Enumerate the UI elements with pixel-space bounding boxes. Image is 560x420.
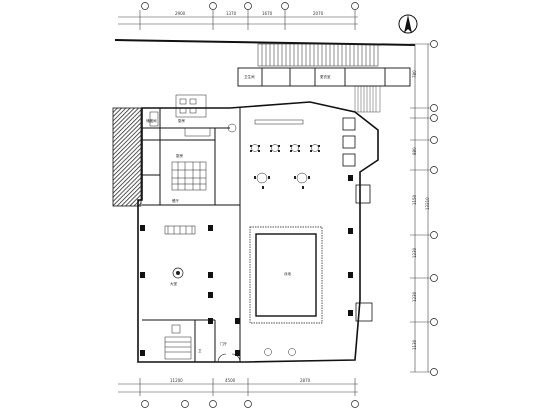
- right-dimension-labels: 780 880 1150 1230 1230 1130 13210: [412, 70, 430, 350]
- room-label: 门厅: [220, 341, 227, 346]
- dim-label: 1670: [262, 11, 273, 16]
- entrance-doors: [217, 353, 241, 363]
- room-label: 更衣室: [320, 74, 331, 79]
- top-grid-bubbles: [141, 2, 359, 10]
- restaurant-tables: [171, 161, 207, 191]
- dim-label: 1230: [412, 291, 417, 302]
- dim-label: 2070: [313, 11, 324, 16]
- bottom-grid-bubbles: [141, 400, 359, 408]
- dim-label: 2900: [175, 11, 186, 16]
- lobby-plant-icon: [172, 267, 184, 279]
- right-dimension-chain: [410, 43, 432, 373]
- structural-columns: [140, 175, 353, 356]
- right-equipment: [342, 117, 373, 322]
- room-label: 餐厅: [172, 198, 179, 203]
- top-dimension-labels: 2900 1370 1670 2070: [175, 11, 324, 16]
- dim-label: 880: [412, 147, 417, 155]
- side-stairs-right: [354, 85, 381, 113]
- bottom-dimension-labels: 11200 4500 2870: [170, 378, 311, 383]
- right-grid-bubbles: [430, 40, 438, 376]
- cafe-chairs: [250, 145, 320, 189]
- room-label: 大堂: [170, 281, 177, 286]
- dim-label: 4500: [225, 378, 236, 383]
- top-dimension-chain: [118, 10, 358, 30]
- stair-bottom-left: [164, 324, 192, 360]
- bottom-dimension-chain: [118, 378, 358, 396]
- room-label: 厨房: [176, 153, 183, 158]
- pool-hall-bar: [227, 119, 304, 133]
- hatched-terrace: [112, 107, 142, 207]
- room-label: 储藏间: [146, 118, 157, 123]
- room-label: 泳池: [284, 271, 292, 276]
- dim-label: 2870: [300, 378, 311, 383]
- dim-label: 1370: [226, 11, 237, 16]
- room-label: 卫: [198, 349, 202, 353]
- building-outline: [137, 101, 379, 363]
- room-labels: 储藏间 厨房 厨房 餐厅 泳池 大堂 门厅 卫 卫生间 更衣室: [146, 74, 331, 353]
- dim-label: 1150: [412, 194, 417, 205]
- dim-label: 1230: [412, 247, 417, 258]
- dim-total: 13210: [425, 197, 430, 210]
- service-counter: [164, 225, 196, 235]
- cafe-tables: [251, 144, 319, 356]
- dim-label: 1130: [412, 339, 417, 350]
- swimming-pool: [249, 226, 323, 324]
- kitchen-area: [149, 94, 211, 137]
- dim-label: 780: [412, 70, 417, 78]
- dim-label: 11200: [170, 378, 183, 383]
- interior-walls: [142, 108, 241, 362]
- north-arrow-icon: [398, 14, 418, 34]
- upper-service-strip: [237, 67, 411, 87]
- room-label: 卫生间: [244, 74, 255, 79]
- room-label: 厨房: [178, 118, 185, 123]
- entry-stairs-top: [257, 43, 379, 67]
